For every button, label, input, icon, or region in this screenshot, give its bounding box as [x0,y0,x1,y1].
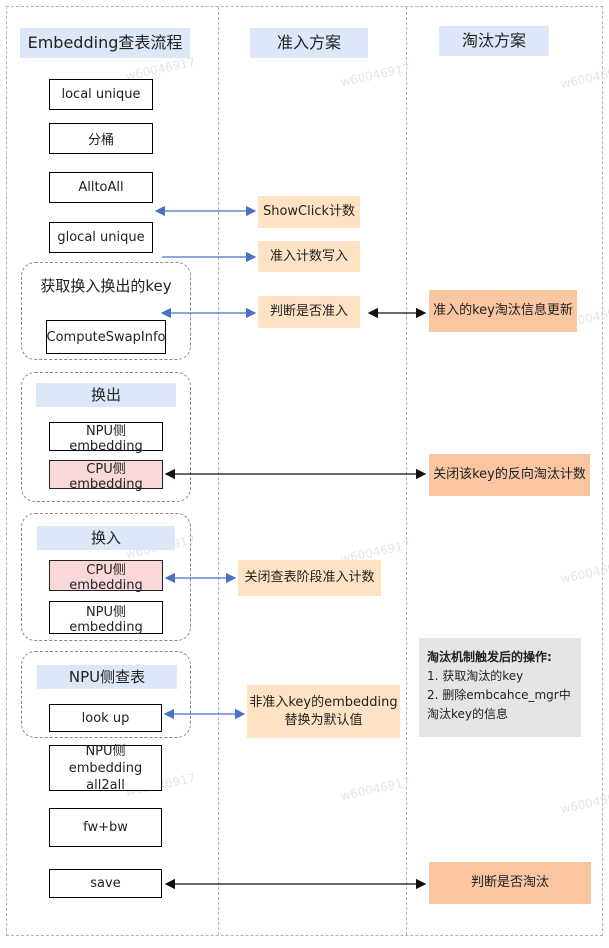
judge-evict-note: 判断是否淘汰 [429,862,591,904]
fwbw-box: fw+bw [49,808,162,847]
evict-ops-panel: 淘汰机制触发后的操作: 1. 获取淘汰的key 2. 删除embcahce_mg… [419,638,581,737]
npu-all2all-line2: all2all [86,777,125,793]
non-admit-line2: 替换为默认值 [284,712,363,728]
write-count-note: 准入计数写入 [258,241,360,272]
lookup-box: look up [49,704,162,732]
showclick-note: ShowClick计数 [258,196,360,228]
swap-in-cpu-box: CPU侧embedding [49,560,163,593]
diagram-frame [6,6,603,936]
swap-in-title: 换入 [37,526,175,550]
judge-admit-note: 判断是否准入 [258,296,360,328]
local-unique-box: local unique [49,79,153,110]
npu-lookup-title: NPU侧查表 [37,665,177,689]
swap-out-title: 换出 [36,383,176,407]
evict-op-1: 1. 获取淘汰的key [427,669,524,683]
swap-out-group [21,372,191,502]
compute-swap-box: ComputeSwapInfo [46,320,166,354]
save-box: save [49,869,162,898]
evict-op-3: 淘汰key的信息 [427,707,509,721]
get-key-title: 获取换入换出的key [40,277,172,295]
update-info-note: 准入的key淘汰信息更新 [429,290,577,332]
npu-all2all-line1: NPU侧embedding [68,743,143,776]
npu-lookup-group [21,651,191,738]
npu-all2all-box: NPU侧embedding all2all [49,743,162,793]
non-admit-note: 非准入key的embedding 替换为默认值 [247,685,400,738]
header-admit: 准入方案 [250,28,368,58]
swap-out-cpu-box: CPU侧embedding [49,460,163,492]
header-flow: Embedding查表流程 [20,28,190,58]
close-reverse-note: 关闭该key的反向淘汰计数 [429,454,590,496]
glocal-unique-box: glocal unique [49,222,153,253]
evict-ops-title: 淘汰机制触发后的操作: [427,650,552,664]
header-evict: 淘汰方案 [439,26,549,56]
swap-in-npu-box: NPU侧embedding [49,601,163,635]
non-admit-line1: 非准入key的embedding [249,694,398,710]
alltoall-box: AlltoAll [49,172,153,203]
bucket-box: 分桶 [49,123,153,154]
swap-out-npu-box: NPU侧embedding [49,422,163,454]
close-count-note: 关闭查表阶段准入计数 [238,560,381,596]
evict-op-2: 2. 删除embcahce_mgr中 [427,688,571,702]
